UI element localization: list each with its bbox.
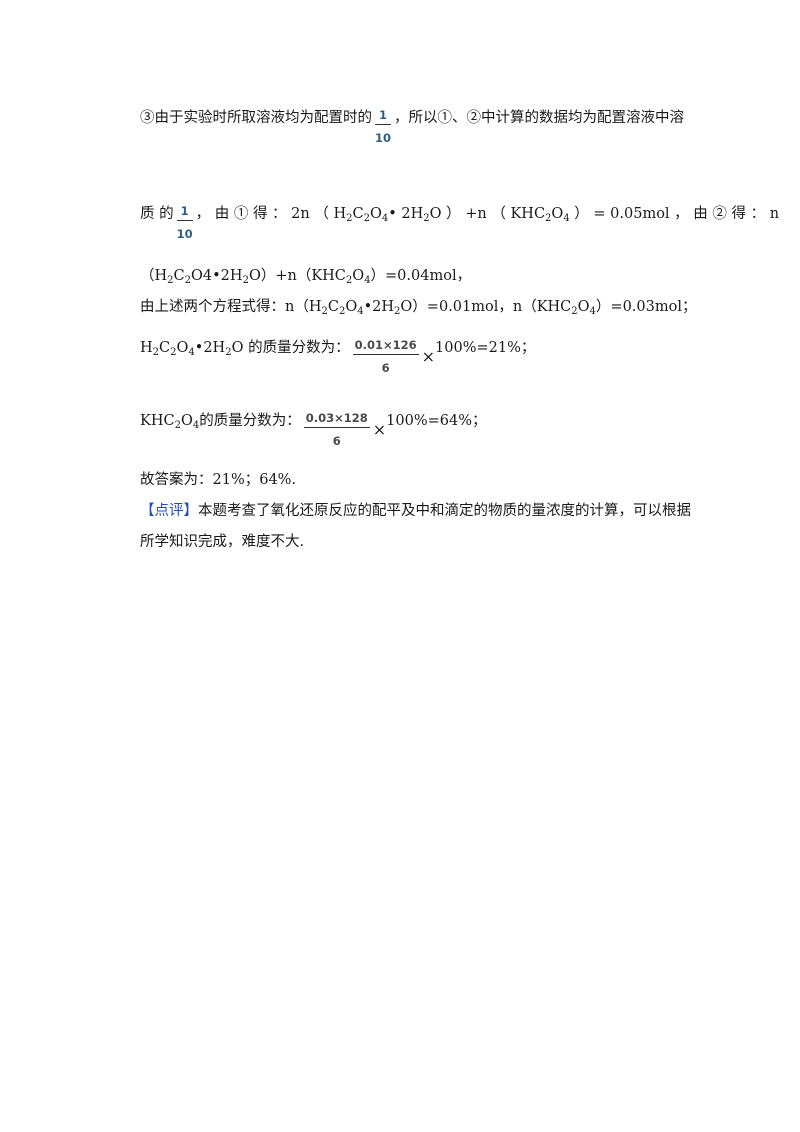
text: 100%=21%；: [435, 340, 536, 356]
fraction-denominator: 6: [381, 361, 390, 375]
text: （H: [140, 268, 168, 284]
text: KHC: [140, 413, 175, 429]
fraction-denominator: 10: [375, 131, 392, 145]
text: O: [352, 268, 365, 284]
text: • 2H: [388, 206, 424, 222]
text: •2H: [363, 299, 395, 315]
subscript: 4: [563, 213, 570, 224]
fraction-numerator: 0.01×126: [352, 338, 419, 355]
text: O ） +n （ KHC: [429, 206, 546, 222]
subscript: 2: [321, 306, 328, 317]
paragraph-line-3: （H2C2O4•2H2O）+n（KHC2O4）=0.04mol，: [140, 266, 471, 286]
subscript: 2: [346, 213, 353, 224]
subscript: 2: [174, 420, 181, 431]
subscript: 2: [225, 347, 232, 358]
comment-line-1: 【点评】本题考查了氧化还原反应的配平及中和滴定的物质的量浓度的计算，可以根据: [140, 501, 691, 521]
multiply-sign: ×: [421, 347, 436, 366]
subscript: 2: [571, 306, 578, 317]
subscript: 2: [184, 275, 192, 286]
text: ） = 0.05mol ， 由 ② 得 ： n: [569, 206, 780, 222]
subscript: 2: [167, 275, 174, 286]
text: O: [345, 299, 358, 315]
subscript: 2: [363, 213, 370, 224]
subscript: 4: [381, 213, 389, 224]
subscript: 2: [345, 275, 353, 286]
fraction-mass-fraction-1: 0.01×126 6: [352, 338, 419, 375]
text: 100%=64%；: [386, 413, 487, 429]
comment-tag: 【点评】: [140, 503, 198, 519]
text: ）=0.04mol，: [370, 268, 472, 284]
subscript: 2: [423, 213, 430, 224]
text: ，所以①、②中计算的数据均为配置溶液中溶: [394, 110, 685, 126]
text: O）=0.01mol，n（KHC: [400, 299, 572, 315]
subscript: 4: [192, 420, 200, 431]
text: 故答案为：21%；64%.: [140, 472, 297, 488]
text: 的质量分数为：: [199, 413, 301, 429]
subscript: 2: [242, 275, 249, 286]
text: O 的质量分数为：: [231, 340, 350, 356]
text: O: [577, 299, 590, 315]
text: C: [159, 340, 171, 356]
fraction-numerator: 0.03×128: [303, 411, 370, 428]
text: O: [176, 340, 189, 356]
subscript: 4: [357, 306, 364, 317]
subscript: 2: [338, 306, 346, 317]
fraction-mass-fraction-2: 0.03×128 6: [303, 411, 370, 448]
text: 本题考查了氧化还原反应的配平及中和滴定的物质的量浓度的计算，可以根据: [198, 503, 691, 519]
text: C: [173, 268, 185, 284]
subscript: 2: [394, 306, 401, 317]
text: ， 由 ① 得 ： 2n （ H: [195, 206, 347, 222]
text: O: [369, 206, 382, 222]
text: C: [327, 299, 339, 315]
paragraph-line-4: 由上述两个方程式得：n（H2C2O4•2H2O）=0.01mol，n（KHC2O…: [140, 297, 696, 317]
multiply-sign: ×: [372, 420, 387, 439]
text: O4•2H: [191, 268, 243, 284]
subscript: 4: [188, 347, 195, 358]
fraction-denominator: 10: [176, 227, 193, 241]
comment-line-2: 所学知识完成，难度不大.: [140, 532, 304, 552]
text: O）+n（KHC: [248, 268, 346, 284]
subscript: 4: [589, 306, 596, 317]
text: ）=0.03mol；: [595, 299, 697, 315]
subscript: 2: [545, 213, 552, 224]
subscript: 2: [152, 347, 160, 358]
fraction-numerator: 1: [176, 204, 193, 221]
subscript: 2: [170, 347, 177, 358]
text: 质 的: [140, 206, 174, 222]
text: •2H: [194, 340, 226, 356]
text: H: [140, 340, 153, 356]
text: 所学知识完成，难度不大.: [140, 534, 305, 550]
answer-line: 故答案为：21%；64%.: [140, 470, 296, 490]
text: 由上述两个方程式得：n（H: [140, 299, 322, 315]
text: O: [180, 413, 193, 429]
text: C: [352, 206, 364, 222]
fraction-numerator: 1: [375, 108, 392, 125]
fraction-denominator: 6: [332, 434, 341, 448]
text: O: [551, 206, 564, 222]
text: ③由于实验时所取溶液均为配置时的: [140, 110, 372, 126]
subscript: 4: [364, 275, 371, 286]
paragraph-line-6: KHC2O4的质量分数为：0.03×128 6 ×100%=64%；: [140, 411, 486, 448]
